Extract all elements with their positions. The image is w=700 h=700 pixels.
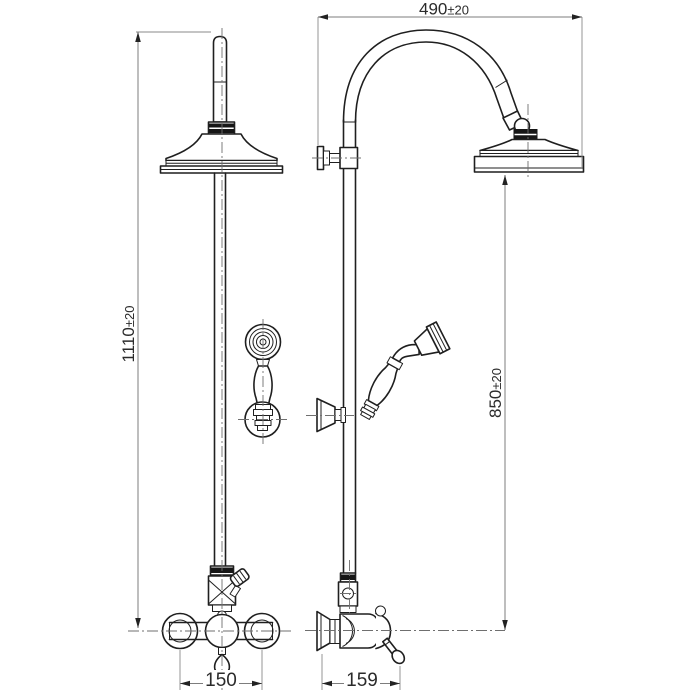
side-hand-shower-face-line2 xyxy=(429,325,444,353)
hand-shower-rib5 xyxy=(257,425,268,431)
dim-valve-span-arrow-left xyxy=(180,680,190,687)
dim-top-width-arrow-right xyxy=(572,14,582,20)
side-hand-shower-face-line1 xyxy=(432,323,448,351)
front-rain-head-bell xyxy=(165,133,278,162)
side-diverter-base xyxy=(339,605,357,613)
dim-valve-span-label-mask xyxy=(203,670,239,687)
dim-valve-span-label: 150 xyxy=(205,670,237,691)
dim-total-height-arrow-top xyxy=(135,32,141,42)
dim-head-height-label: 850±20 xyxy=(486,368,505,418)
dim-valve-depth-label-mask xyxy=(344,670,380,687)
front-diverter-knob-hatch3 xyxy=(239,570,247,580)
side-hand-shower-rib4 xyxy=(360,411,372,420)
side-valve-body xyxy=(339,613,380,649)
dim-valve-span: 150 xyxy=(179,650,263,691)
side-lever-stem-line xyxy=(384,641,390,646)
dim-head-height-arrow-top xyxy=(502,175,508,185)
front-diverter-x2 xyxy=(208,579,236,605)
gooseneck-arm-inner xyxy=(354,41,506,123)
front-view xyxy=(128,28,292,690)
side-rain-head-bell xyxy=(479,138,579,152)
dim-total-height-arrow-bottom xyxy=(135,618,141,628)
holder-neck xyxy=(334,409,342,421)
holder-band xyxy=(340,407,346,423)
dim-head-height-arrow-bottom xyxy=(502,620,508,630)
side-diverter-knob xyxy=(375,605,386,617)
front-diverter-knob xyxy=(229,568,250,598)
dim-valve-depth-arrow-right xyxy=(390,680,400,687)
dim-total-height: 1110±20 xyxy=(119,31,211,628)
front-diverter-knob-stem xyxy=(229,585,241,598)
holder-cone xyxy=(316,397,336,433)
dim-head-height: 850±20 xyxy=(486,175,508,630)
front-diverter-knob-hatch2 xyxy=(236,572,244,583)
side-mixer-top-nut-band xyxy=(341,574,355,580)
side-hand-shower xyxy=(360,321,451,420)
side-mixer xyxy=(316,572,406,665)
front-shower-arm-pipe xyxy=(212,35,228,123)
side-hand-shower-neck xyxy=(391,343,420,363)
front-head-nut-band-bottom xyxy=(209,129,234,133)
gooseneck-joint-line xyxy=(495,79,508,88)
gooseneck-arm-outer xyxy=(342,29,520,123)
side-rain-head-brim xyxy=(473,155,585,173)
dim-top-width-label: 490±20 xyxy=(419,0,469,19)
dim-valve-depth-label: 159 xyxy=(346,670,378,691)
side-hand-shower-head xyxy=(413,321,451,357)
side-lever xyxy=(381,637,406,665)
dim-top-width: 490±20 xyxy=(317,0,583,167)
dim-top-width-arrow-left xyxy=(318,14,328,20)
side-lever-bulb xyxy=(391,649,406,665)
dim-valve-span-arrow-right xyxy=(252,680,262,687)
side-hand-shower-holder xyxy=(316,397,346,433)
side-wall-flange-cone xyxy=(316,610,331,652)
dim-total-height-label: 1110±20 xyxy=(119,306,138,363)
dim-valve-depth: 159 xyxy=(321,654,401,691)
front-diverter-knob-hatch1 xyxy=(233,575,240,585)
dim-valve-depth-arrow-left xyxy=(322,680,332,687)
front-head-nut-band-top xyxy=(209,123,234,128)
dimensions: 490±20 1110±20 850±20 150 xyxy=(119,0,583,691)
side-hand-shower-handle xyxy=(367,363,399,407)
side-valve-arc2 xyxy=(342,615,354,647)
side-view xyxy=(305,29,585,665)
